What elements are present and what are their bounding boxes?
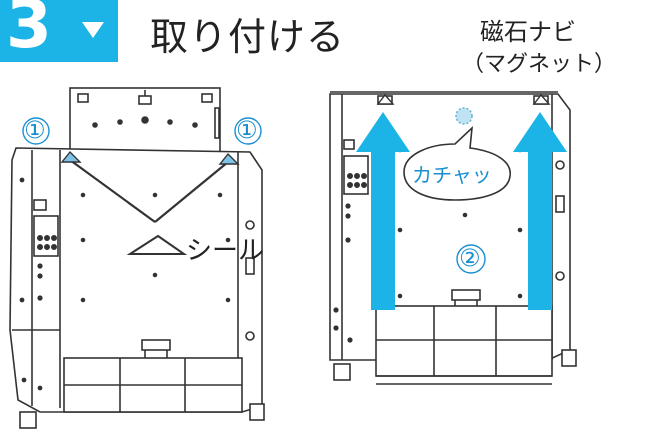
left-marker-1 xyxy=(22,117,262,145)
marker-1-left: ① xyxy=(24,116,46,144)
right-right-tab xyxy=(532,93,551,105)
seal-triangle-icon xyxy=(126,234,188,255)
left-unit xyxy=(9,87,265,429)
click-speech-bubble xyxy=(403,125,511,201)
hook-lines xyxy=(69,159,229,223)
step-title: 取り付ける xyxy=(150,15,346,59)
step-down-arrow-icon xyxy=(82,22,104,38)
click-label: カチャッ xyxy=(412,163,492,187)
right-marker-2 xyxy=(456,244,486,274)
left-hook-tab xyxy=(60,150,82,163)
magnet-label-line1: 磁石ナビ xyxy=(480,18,576,46)
seal-label: シール xyxy=(186,236,265,266)
marker-2: ② xyxy=(459,244,481,272)
right-hook-tab xyxy=(218,152,240,165)
marker-1-right: ① xyxy=(236,116,258,144)
step-badge: 3 xyxy=(0,0,118,62)
up-arrow-icon xyxy=(356,112,567,310)
magnet-label-line2: （マグネット） xyxy=(462,52,617,77)
magnet-dot xyxy=(455,107,473,125)
right-left-tab xyxy=(376,93,395,105)
step-number: 3 xyxy=(6,0,52,63)
